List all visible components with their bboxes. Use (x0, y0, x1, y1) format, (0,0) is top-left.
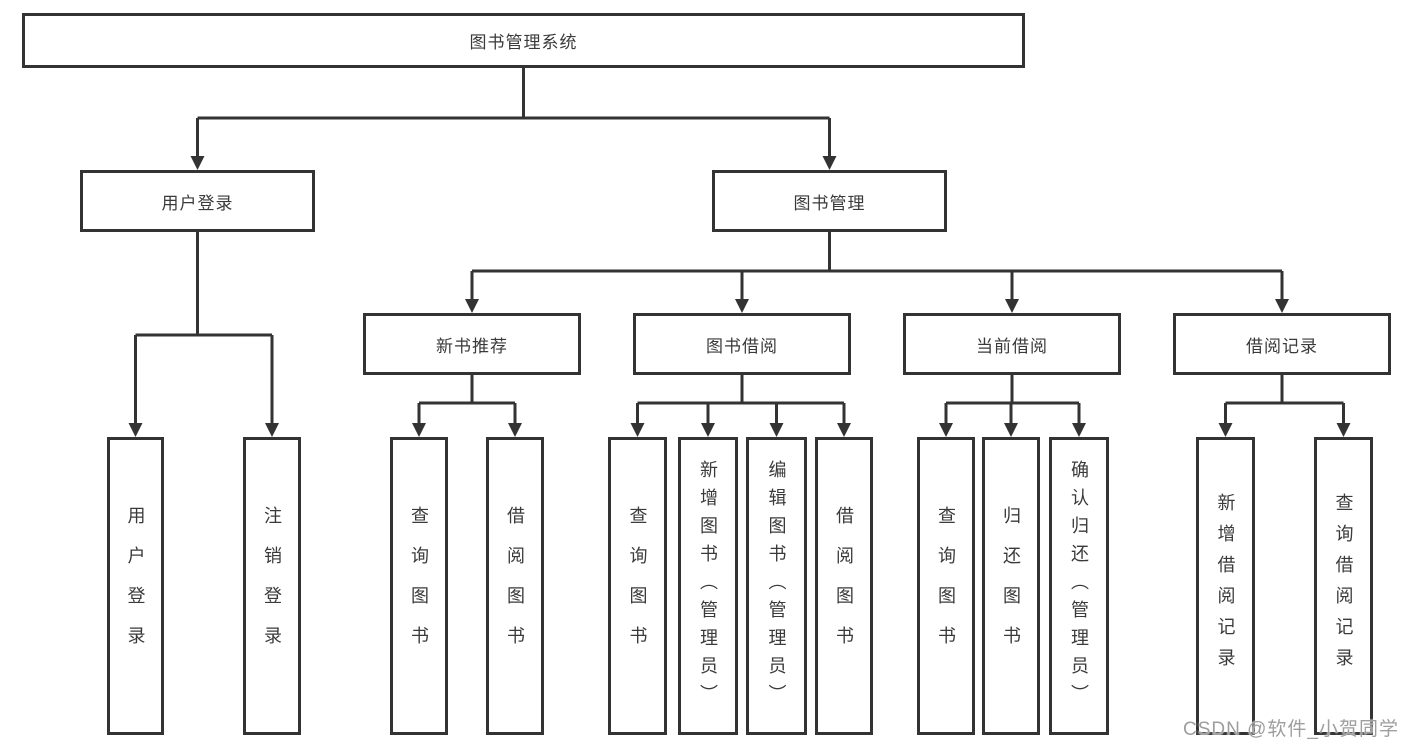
leaf-query-books-current: 查询图书 (917, 437, 975, 735)
leaf-add-book-admin: 新增图书（管理员） (678, 437, 738, 735)
node-borrowing-records: 借阅记录 (1173, 313, 1391, 375)
leaf-user-login: 用户登录 (107, 437, 164, 735)
leaf-query-books-recommend: 查询图书 (390, 437, 448, 735)
leaf-query-borrow-record: 查询借阅记录 (1314, 437, 1373, 735)
node-current-borrowing: 当前借阅 (903, 313, 1121, 375)
leaf-borrow-books-recommend: 借阅图书 (486, 437, 544, 735)
leaf-query-books-borrowing: 查询图书 (608, 437, 667, 735)
node-book-borrowing: 图书借阅 (633, 313, 851, 375)
node-new-book-recommend: 新书推荐 (363, 313, 581, 375)
leaf-return-book: 归还图书 (982, 437, 1040, 735)
node-user-login: 用户登录 (80, 170, 315, 232)
leaf-edit-book-admin: 编辑图书（管理员） (746, 437, 807, 735)
leaf-borrow-books-borrowing: 借阅图书 (815, 437, 873, 735)
leaf-add-borrow-record: 新增借阅记录 (1196, 437, 1255, 735)
leaf-confirm-return-admin: 确认归还（管理员） (1049, 437, 1109, 735)
node-book-management: 图书管理 (712, 170, 947, 232)
leaf-logout: 注销登录 (243, 437, 301, 735)
csdn-watermark: CSDN @软件_小贺同学 (1183, 719, 1399, 740)
node-root: 图书管理系统 (22, 13, 1025, 68)
